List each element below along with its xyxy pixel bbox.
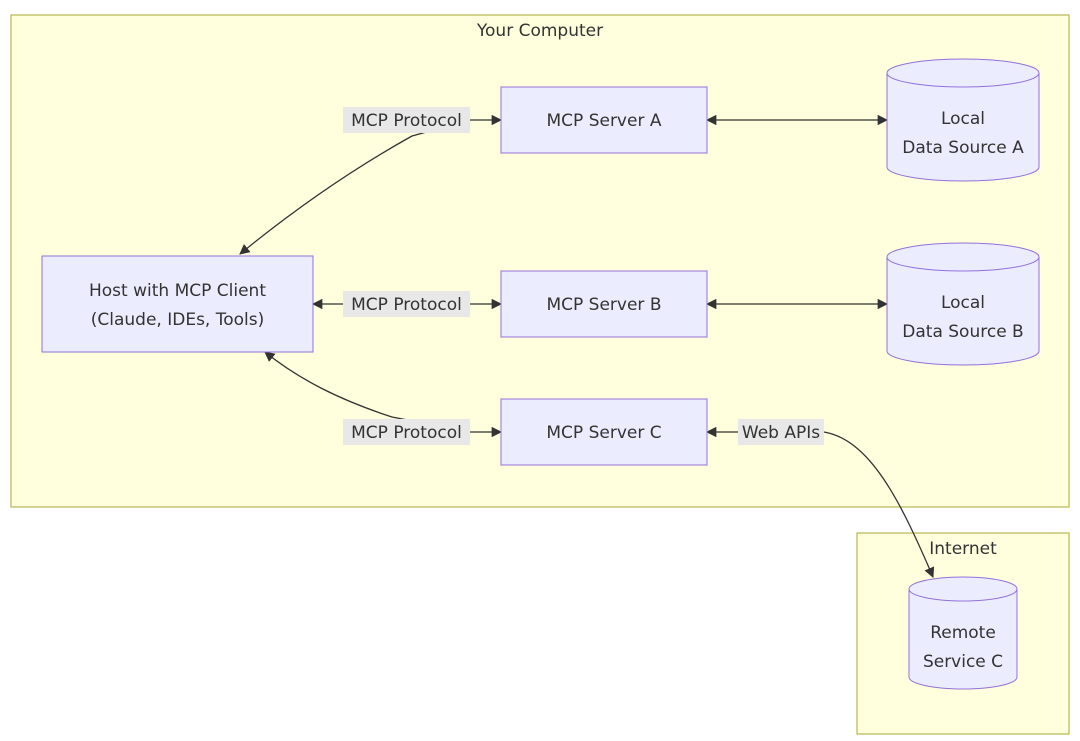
edge-server-c-remote-c xyxy=(707,432,933,577)
cluster-internet-title: Internet xyxy=(929,539,997,559)
edge-label-host-server-a: MCP Protocol xyxy=(343,107,470,133)
node-host-line-2: (Claude, IDEs, Tools) xyxy=(91,310,265,330)
cluster-your-computer-title: Your Computer xyxy=(476,21,603,41)
edge-label-server-c-remote-text: Web APIs xyxy=(742,423,820,443)
node-data-source-a-line-1: Local xyxy=(941,109,985,129)
node-server-b: MCP Server B xyxy=(500,270,708,338)
node-data-source-a: Local Data Source A xyxy=(886,58,1040,182)
edge-label-host-server-b-text: MCP Protocol xyxy=(351,295,462,315)
edge-label-server-c-remote: Web APIs xyxy=(738,419,824,445)
node-data-source-b-line-2: Data Source B xyxy=(902,322,1023,342)
node-remote-service-c-line-1: Remote xyxy=(930,623,996,643)
node-host: Host with MCP Client (Claude, IDEs, Tool… xyxy=(41,255,314,353)
node-server-b-label: MCP Server B xyxy=(546,295,661,315)
edge-label-host-server-c: MCP Protocol xyxy=(343,419,470,445)
edge-host-server-c xyxy=(264,351,503,438)
node-data-source-a-line-2: Data Source A xyxy=(902,138,1024,158)
edge-label-host-server-b: MCP Protocol xyxy=(343,291,470,317)
edge-label-host-server-a-text: MCP Protocol xyxy=(351,111,462,131)
edge-host-server-a xyxy=(239,114,503,255)
node-data-source-b-line-1: Local xyxy=(941,293,985,313)
node-host-line-1: Host with MCP Client xyxy=(89,281,266,301)
node-remote-service-c: Remote Service C xyxy=(908,576,1018,690)
node-server-a: MCP Server A xyxy=(500,86,708,154)
node-data-source-b: Local Data Source B xyxy=(886,242,1040,366)
node-server-c-label: MCP Server C xyxy=(546,423,661,443)
node-remote-service-c-line-2: Service C xyxy=(923,652,1003,672)
node-server-a-label: MCP Server A xyxy=(547,111,662,131)
edge-label-host-server-c-text: MCP Protocol xyxy=(351,423,462,443)
node-server-c: MCP Server C xyxy=(500,398,708,466)
